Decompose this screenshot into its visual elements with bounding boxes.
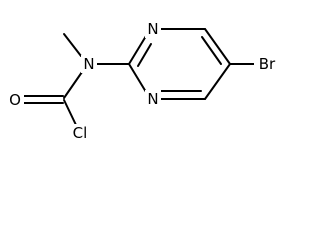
bond-c6-c5-inner [201, 36, 222, 65]
atom-n-amide: N [83, 55, 94, 73]
bond-c2-n1-inner [137, 43, 152, 67]
halo-oxygen [6, 91, 24, 109]
bond-carbonyl-cl [63, 99, 77, 126]
halo-chlorine [68, 124, 92, 142]
halo-n-ring-top [145, 20, 161, 38]
chemical-structure-diagram: N N N O Cl Br [6, 20, 280, 142]
atom-oxygen: O [9, 91, 21, 109]
halo-n-amide [81, 55, 97, 73]
halo-bromine [254, 55, 280, 73]
atom-bromine: Br [259, 55, 276, 73]
atom-n-ring-top: N [147, 20, 158, 38]
halo-n-ring-bottom [145, 90, 161, 108]
bond-c2-n1 [128, 35, 147, 65]
bond-c6-c5 [204, 28, 231, 65]
molecule-svg: N N N O Cl Br [6, 20, 280, 142]
atom-chlorine: Cl [73, 124, 88, 142]
atom-n-ring-bottom: N [147, 90, 158, 108]
atom-labels: N N N O Cl Br [6, 20, 280, 142]
bond-n-carbonyl [63, 71, 83, 99]
bond-methyl-n [63, 33, 82, 57]
bonds [21, 28, 255, 126]
bond-n3-c2 [128, 63, 147, 93]
bond-c5-c4 [204, 63, 231, 100]
